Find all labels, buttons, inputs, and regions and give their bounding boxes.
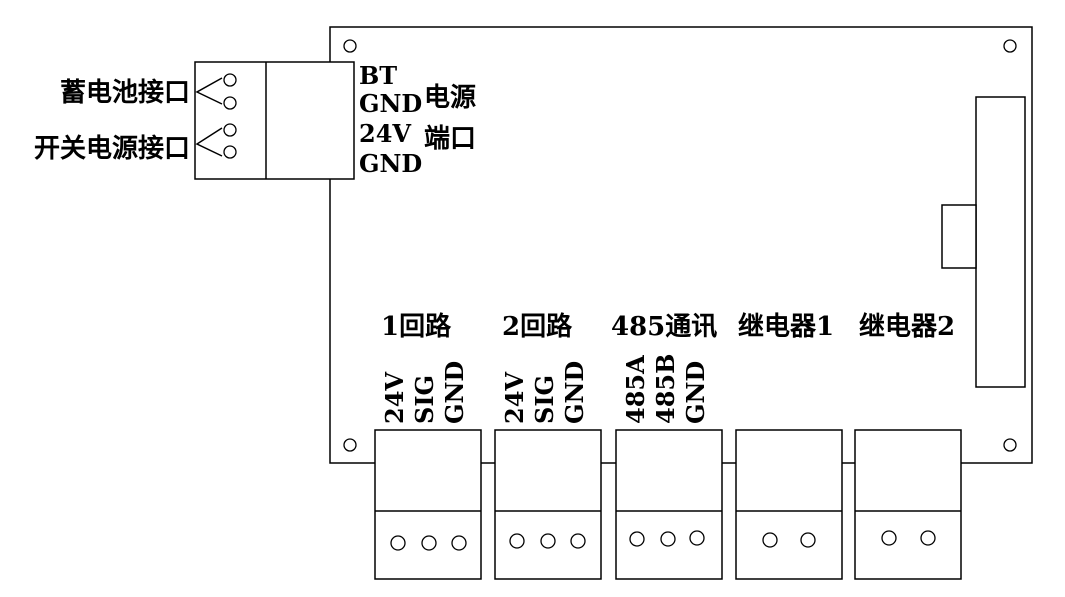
circuit2-pin-sig: SIG xyxy=(530,375,559,424)
power-pin-hole-bt xyxy=(223,73,237,87)
power-port-title-line2: 端口 xyxy=(424,124,476,154)
terminal-hole xyxy=(570,533,586,549)
rs485-pin-gnd: GND xyxy=(681,361,710,424)
port-title-rs485: 485通讯 xyxy=(611,312,717,342)
terminal-block-circuit2 xyxy=(494,429,602,580)
power-pin-hole-24v xyxy=(223,123,237,137)
side-connector-latch xyxy=(941,204,977,269)
circuit2-pin-gnd: GND xyxy=(560,361,589,424)
battery-interface-label: 蓄电池接口 xyxy=(60,78,190,108)
terminal-hole xyxy=(762,532,778,548)
port-title-circuit1: 1回路 xyxy=(381,311,452,342)
terminal-block-rs485 xyxy=(615,429,723,580)
circuit2-pin-24v: 24V xyxy=(500,372,529,424)
power-terminal-outer xyxy=(194,61,355,180)
port-title-relay1: 继电器1 xyxy=(738,311,834,342)
mounting-hole-top-left xyxy=(343,39,357,53)
mounting-hole-bottom-right xyxy=(1003,438,1017,452)
port-title-circuit2: 2回路 xyxy=(502,311,573,342)
terminal-block-circuit1 xyxy=(374,429,482,580)
terminal-hole xyxy=(540,533,556,549)
mounting-hole-top-right xyxy=(1003,39,1017,53)
terminal-hole xyxy=(800,532,816,548)
terminal-block-relay1 xyxy=(735,429,843,580)
power-pin-label-gnd1: GND xyxy=(359,89,422,118)
circuit1-pin-sig: SIG xyxy=(410,375,439,424)
terminal-hole xyxy=(390,535,406,551)
power-pin-label-gnd2: GND xyxy=(359,149,422,178)
power-port-title-line1: 电源 xyxy=(424,83,476,113)
power-pin-hole-gnd2 xyxy=(223,145,237,159)
port-title-relay2: 继电器2 xyxy=(859,311,955,342)
terminal-hole xyxy=(660,531,676,547)
terminal-hole xyxy=(629,531,645,547)
power-pin-hole-gnd1 xyxy=(223,96,237,110)
terminal-hole xyxy=(881,530,897,546)
side-connector xyxy=(975,96,1026,388)
switch-power-interface-label: 开关电源接口 xyxy=(34,134,190,164)
circuit1-pin-24v: 24V xyxy=(380,372,409,424)
terminal-hole xyxy=(689,530,705,546)
switch-wire-bracket xyxy=(195,127,223,157)
terminal-hole xyxy=(451,535,467,551)
terminal-hole xyxy=(421,535,437,551)
mounting-hole-bottom-left xyxy=(343,438,357,452)
circuit1-pin-gnd: GND xyxy=(440,361,469,424)
power-pin-label-24v: 24V xyxy=(359,119,411,148)
rs485-pin-a: 485A xyxy=(621,355,650,424)
power-pin-label-bt: BT xyxy=(359,61,397,90)
terminal-hole xyxy=(509,533,525,549)
terminal-hole xyxy=(920,530,936,546)
terminal-block-relay2 xyxy=(854,429,962,580)
battery-wire-bracket xyxy=(195,77,223,105)
rs485-pin-b: 485B xyxy=(651,354,680,424)
